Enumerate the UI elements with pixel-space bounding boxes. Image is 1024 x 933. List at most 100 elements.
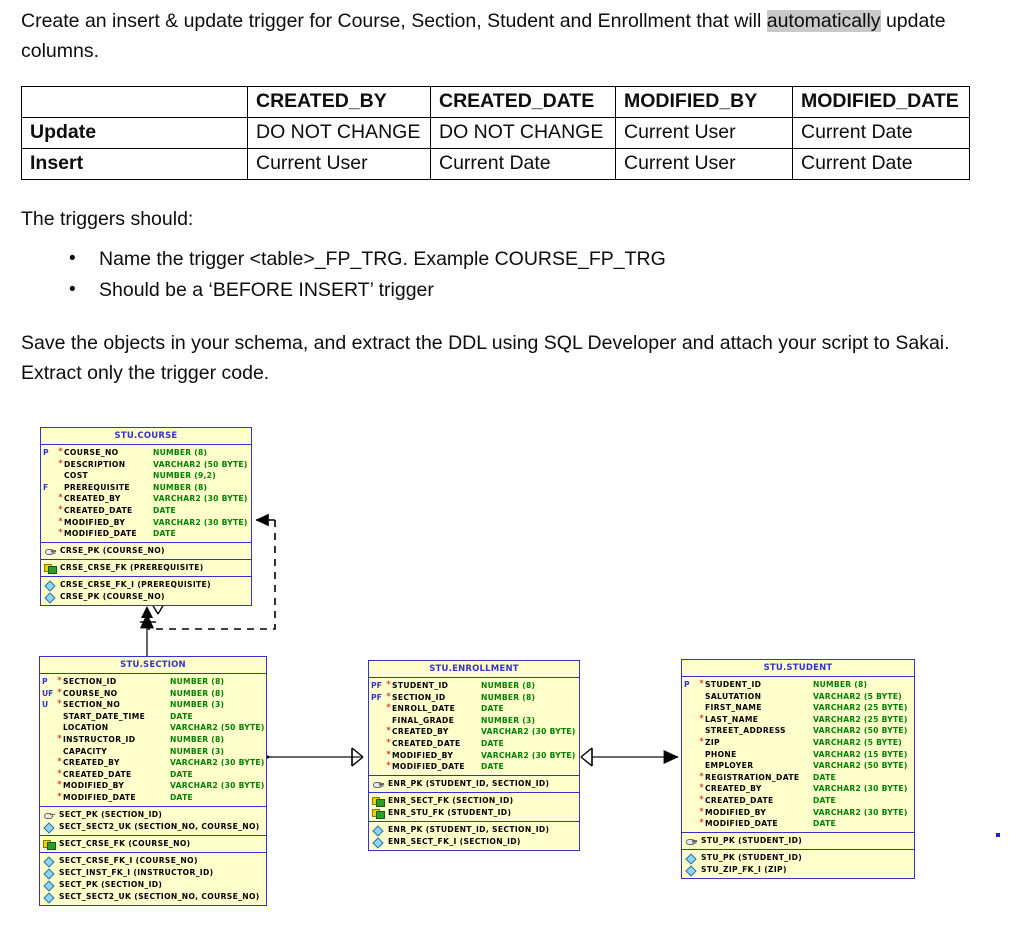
required-marker: *	[58, 528, 63, 539]
cell-update-modified-date: Current Date	[792, 117, 970, 149]
column-datatype: VARCHAR2 (30 BYTE)	[170, 758, 265, 768]
column-datatype: DATE	[481, 704, 504, 714]
constraint-label: SECT_PK (SECTION_ID)	[59, 809, 163, 819]
constraint-row: ENR_STU_FK (STUDENT_ID)	[369, 807, 579, 820]
intro-text-after: update columns.	[21, 10, 946, 62]
document-body: Create an insert & update trigger for Co…	[21, 0, 1001, 388]
column-header-blank	[21, 86, 248, 118]
column-name: SECTION_NO	[63, 700, 121, 710]
constraint-label: ENR_SECT_FK_I (SECTION_ID)	[388, 836, 521, 846]
column-datatype: VARCHAR2 (30 BYTE)	[481, 750, 576, 760]
column-datatype: VARCHAR2 (5 BYTE)	[813, 737, 903, 747]
column-name: MODIFIED_BY	[705, 807, 767, 817]
column-datatype: NUMBER (3)	[170, 746, 225, 756]
column-name: MODIFIED_DATE	[63, 792, 136, 802]
required-marker: *	[58, 458, 63, 469]
table-row: Update DO NOT CHANGE DO NOT CHANGE Curre…	[21, 117, 970, 149]
column-name: MODIFIED_DATE	[705, 819, 778, 829]
column-datatype: DATE	[170, 769, 193, 779]
column-name: STUDENT_ID	[705, 680, 762, 689]
column-datatype: NUMBER (8)	[813, 680, 868, 689]
column-name: REGISTRATION_DATE	[705, 772, 800, 782]
required-marker: *	[58, 504, 63, 515]
key-flag: P	[43, 448, 49, 457]
constraint-row: SECT_SECT2_UK (SECTION_NO, COURSE_NO)	[40, 891, 266, 903]
column-datatype: DATE	[481, 762, 504, 772]
primary-key-icon	[685, 836, 698, 846]
column-datatype: NUMBER (8)	[481, 681, 536, 690]
index-icon	[685, 853, 698, 863]
column-datatype: VARCHAR2 (25 BYTE)	[813, 703, 908, 713]
highlighted-word: automatically	[766, 10, 881, 32]
column-datatype: VARCHAR2 (50 BYTE)	[153, 459, 248, 469]
column-name: COST	[64, 471, 89, 481]
row-label-insert: Insert	[21, 148, 248, 180]
constraint-section: CRSE_CRSE_FK_I (PREREQUISITE)CRSE_PK (CO…	[41, 577, 251, 605]
column-row: SALUTATION VARCHAR2 (5 BYTE)	[682, 691, 914, 703]
index-icon	[372, 825, 385, 835]
column-name: MODIFIED_BY	[63, 781, 125, 791]
column-datatype: VARCHAR2 (5 BYTE)	[813, 691, 903, 701]
constraint-row: CRSE_CRSE_FK (PREREQUISITE)	[41, 562, 251, 575]
required-marker: *	[58, 516, 63, 527]
column-name: CREATED_DATE	[392, 738, 461, 748]
required-marker: *	[699, 713, 704, 724]
column-datatype: NUMBER (8)	[170, 734, 225, 744]
key-flag: U	[42, 700, 49, 710]
entity-title-course: STU.COURSE	[41, 428, 251, 445]
required-marker: *	[699, 783, 704, 794]
index-icon	[43, 856, 56, 866]
key-flag: PF	[371, 681, 382, 690]
required-marker: *	[386, 726, 391, 737]
required-marker: *	[386, 749, 391, 760]
required-marker: *	[386, 737, 391, 748]
constraint-section: SECT_CRSE_FK (COURSE_NO)	[40, 836, 266, 853]
column-datatype: VARCHAR2 (30 BYTE)	[481, 727, 576, 737]
constraint-row: SECT_PK (SECTION_ID)	[40, 809, 266, 821]
primary-key-icon	[43, 810, 56, 820]
foreign-key-icon	[372, 808, 385, 820]
constraint-label: STU_PK (STUDENT_ID)	[701, 835, 803, 845]
column-name: SECTION_ID	[63, 677, 117, 686]
required-marker: *	[386, 761, 391, 772]
triggers-should-heading: The triggers should:	[21, 208, 194, 230]
trigger-behavior-table: CREATED_BY CREATED_DATE MODIFIED_BY MODI…	[21, 86, 970, 180]
column-name: CAPACITY	[63, 746, 108, 756]
column-name: CREATED_BY	[63, 758, 120, 768]
column-datatype: DATE	[813, 795, 836, 805]
constraint-label: SECT_SECT2_UK (SECTION_NO, COURSE_NO)	[59, 891, 260, 901]
constraint-label: CRSE_CRSE_FK (PREREQUISITE)	[60, 562, 204, 572]
index-icon	[43, 880, 56, 890]
column-name: PHONE	[705, 749, 737, 759]
student-columns: P * STUDENT_ID NUMBER (8) SALUTATION VARCHAR2…	[682, 677, 914, 833]
cell-insert-created-date: Current Date	[430, 148, 616, 180]
column-header-created-date: CREATED_DATE	[430, 86, 616, 118]
table-header-row: CREATED_BY CREATED_DATE MODIFIED_BY MODI…	[21, 86, 970, 118]
column-datatype: VARCHAR2 (50 BYTE)	[813, 726, 908, 736]
column-name: ZIP	[705, 737, 720, 747]
required-marker: *	[57, 699, 62, 710]
key-flag: P	[684, 680, 690, 689]
column-datatype: VARCHAR2 (30 BYTE)	[813, 784, 908, 794]
column-name: FINAL_GRADE	[392, 715, 455, 725]
column-name: SALUTATION	[705, 691, 762, 701]
constraint-section: STU_PK (STUDENT_ID)STU_ZIP_FK_I (ZIP)	[682, 850, 914, 878]
required-marker: *	[57, 768, 62, 779]
constraint-label: ENR_STU_FK (STUDENT_ID)	[388, 807, 512, 817]
